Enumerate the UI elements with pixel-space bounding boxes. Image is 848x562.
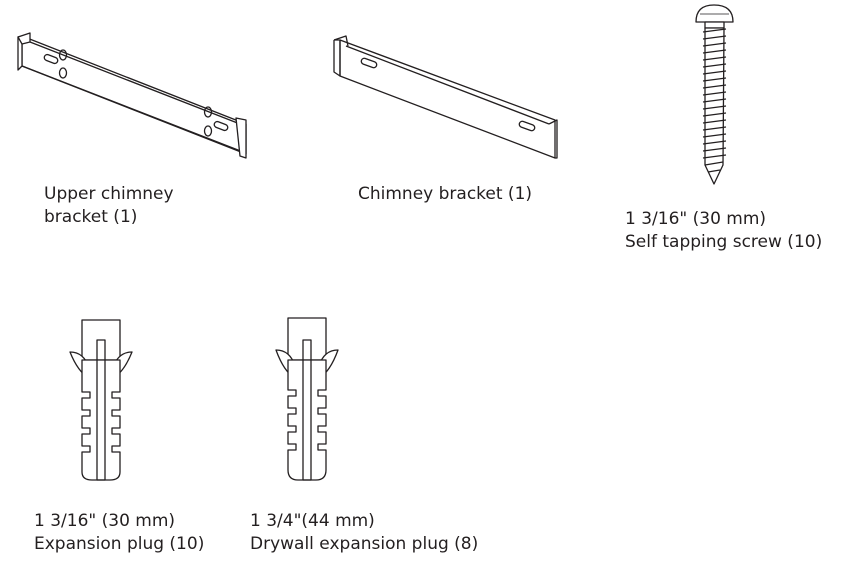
label-line: Expansion plug (10): [34, 534, 205, 554]
label-line: 1 3/16" (30 mm): [625, 209, 767, 229]
expansion-plug-label: 1 3/16" (30 mm) Expansion plug (10): [34, 510, 204, 556]
label-line: Upper chimney: [44, 184, 174, 204]
label-line: Chimney bracket (1): [358, 184, 533, 204]
chimney-bracket-label: Chimney bracket (1): [358, 183, 532, 206]
label-line: Drywall expansion plug (8): [250, 534, 479, 554]
self-tapping-screw-label: 1 3/16" (30 mm) Self tapping screw (10): [625, 208, 822, 254]
label-line: 1 3/16" (30 mm): [34, 511, 176, 531]
upper-chimney-bracket-label: Upper chimney bracket (1): [44, 183, 174, 229]
label-line: bracket (1): [44, 207, 138, 227]
label-line: Self tapping screw (10): [625, 232, 823, 252]
drywall-expansion-plug-label: 1 3/4"(44 mm) Drywall expansion plug (8): [250, 510, 478, 556]
label-line: 1 3/4"(44 mm): [250, 511, 375, 531]
